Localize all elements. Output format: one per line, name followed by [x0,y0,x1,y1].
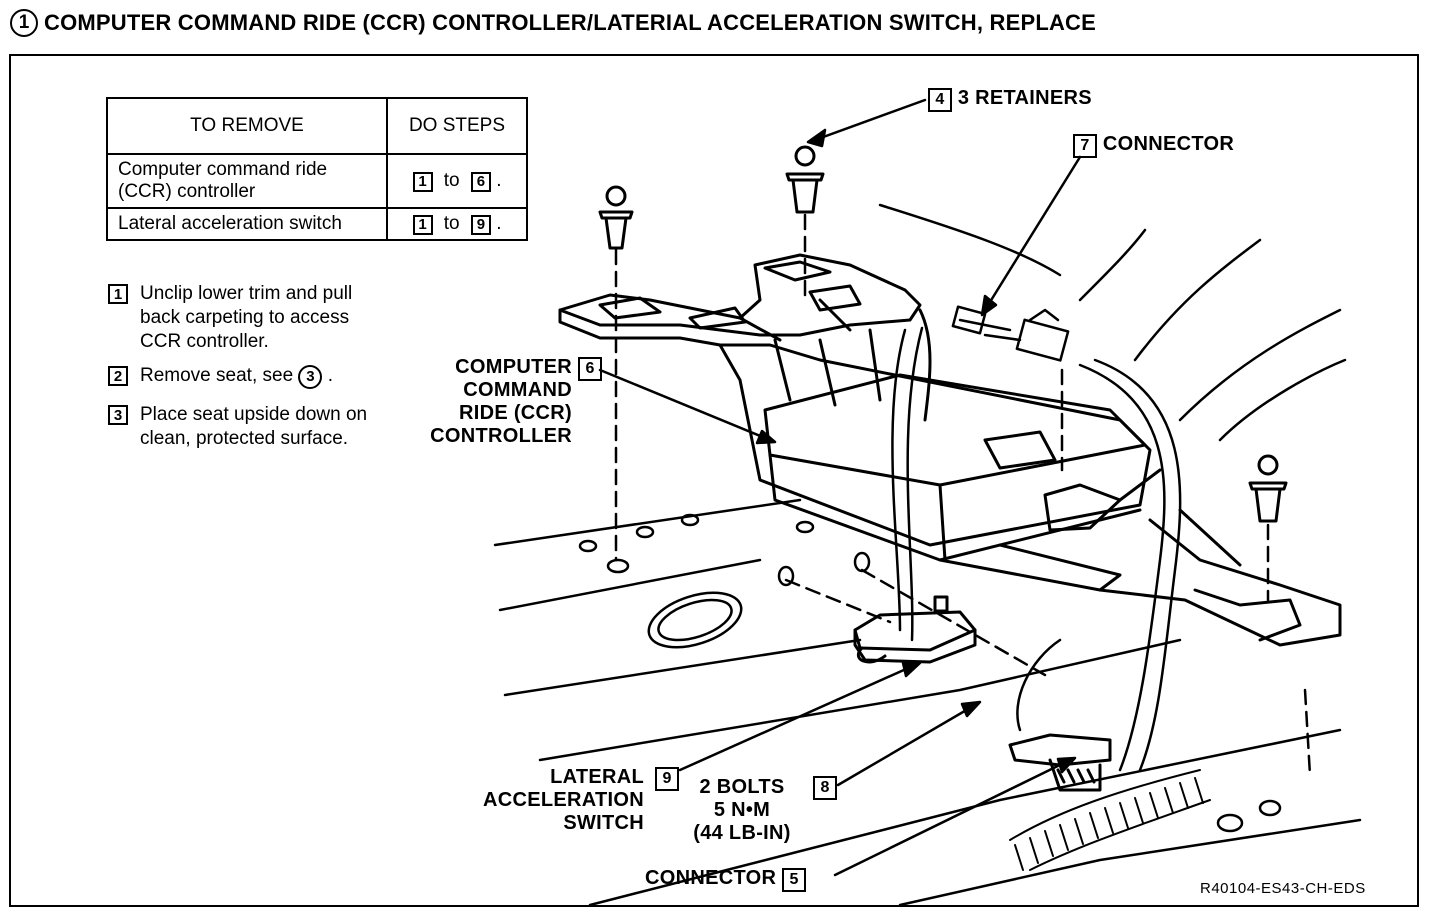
step-number: 3 [108,405,128,425]
callout-number: 7 [1073,134,1097,158]
row-name: Computer command ride (CCR) controller [106,153,388,209]
callout-line: 5 N•M [713,799,771,821]
diagram-frame [9,54,1419,907]
floor-pan [493,203,1362,907]
header-to-remove: TO REMOVE [106,97,388,155]
row-range: 1 to 9 . [386,207,528,241]
to-word: to [443,170,460,191]
step-text-before: Remove seat, see [140,365,294,386]
leader-lines [598,98,1082,877]
callout-line: LATERAL [550,766,644,788]
step-text: Unclip lower trim and pull back carpetin… [140,283,353,352]
guide-lines [614,213,1312,777]
carpet-fringe [1009,769,1211,871]
title-number: 1 [10,9,38,37]
callout-connector-7: 7 CONNECTOR [1073,133,1234,158]
callout-line: 2 BOLTS [699,776,785,798]
callout-text: CONNECTOR [1102,133,1235,155]
step-box: 1 [412,171,433,192]
step-box: 1 [412,214,433,235]
row-end: . [496,170,502,191]
step-item: 2 Remove seat, see 3 . [108,364,390,389]
ccr-controller-body [718,308,1342,647]
callout-line: ACCELERATION [482,789,644,811]
steps-table: TO REMOVE DO STEPS Computer command ride… [106,97,528,241]
step-item: 3 Place seat upside down on clean, prote… [108,403,390,451]
step-text: Place seat upside down on clean, protect… [140,404,368,449]
step-ref: 3 [298,365,323,389]
lower-connector-part [1008,733,1112,792]
callout-connector-5: CONNECTOR 5 [645,867,807,892]
callout-lateral-switch: LATERAL ACCELERATION SWITCH [440,766,644,835]
table-row: Lateral acceleration switch 1 to 9 . [106,207,528,241]
to-word: to [443,213,460,234]
row-end: . [496,213,502,234]
callout-line: CONTROLLER [430,425,572,447]
row-name: Lateral acceleration switch [106,207,388,241]
mounting-bracket [558,253,922,347]
callout-number: 4 [928,88,952,112]
page-title: COMPUTER COMMAND RIDE (CCR) CONTROLLER/L… [44,10,1097,35]
callout-line: COMMAND [463,379,572,401]
callout-line: COMPUTER [455,356,572,378]
callout-retainers: 4 3 RETAINERS [928,87,1092,112]
callout-controller: COMPUTER COMMAND RIDE (CCR) CONTROLLER [400,356,572,448]
callout-text: 3 RETAINERS [957,87,1092,109]
step-number: 2 [108,366,128,386]
lateral-switch-part [853,595,977,664]
step-box: 9 [470,214,491,235]
retainer-pins [598,145,1288,523]
callout-number-6: 6 [578,357,602,381]
callout-number-9: 9 [655,767,679,791]
callout-text: CONNECTOR [645,867,777,889]
callout-number-8: 8 [813,776,837,800]
step-text-after: . [327,365,333,386]
table-header-row: TO REMOVE DO STEPS [106,97,528,155]
step-number: 1 [108,284,128,304]
callout-line: RIDE (CCR) [459,402,572,424]
step-text: Remove seat, see 3 . [140,364,390,389]
row-range: 1 to 6 . [386,153,528,209]
drawing-reference: R40104-ES43-CH-EDS [1200,880,1366,897]
callout-bolts: 2 BOLTS 5 N•M (44 LB-IN) [680,776,804,845]
callout-line: (44 LB-IN) [693,822,791,844]
wiring-harness [891,305,1182,772]
callout-number: 5 [782,868,807,892]
step-item: 1 Unclip lower trim and pull back carpet… [108,282,390,354]
header-do-steps: DO STEPS [386,97,528,155]
title-row: 1 COMPUTER COMMAND RIDE (CCR) CONTROLLER… [10,6,1096,40]
callout-line: SWITCH [563,812,644,834]
step-box: 6 [470,171,491,192]
table-row: Computer command ride (CCR) controller 1… [106,153,528,209]
